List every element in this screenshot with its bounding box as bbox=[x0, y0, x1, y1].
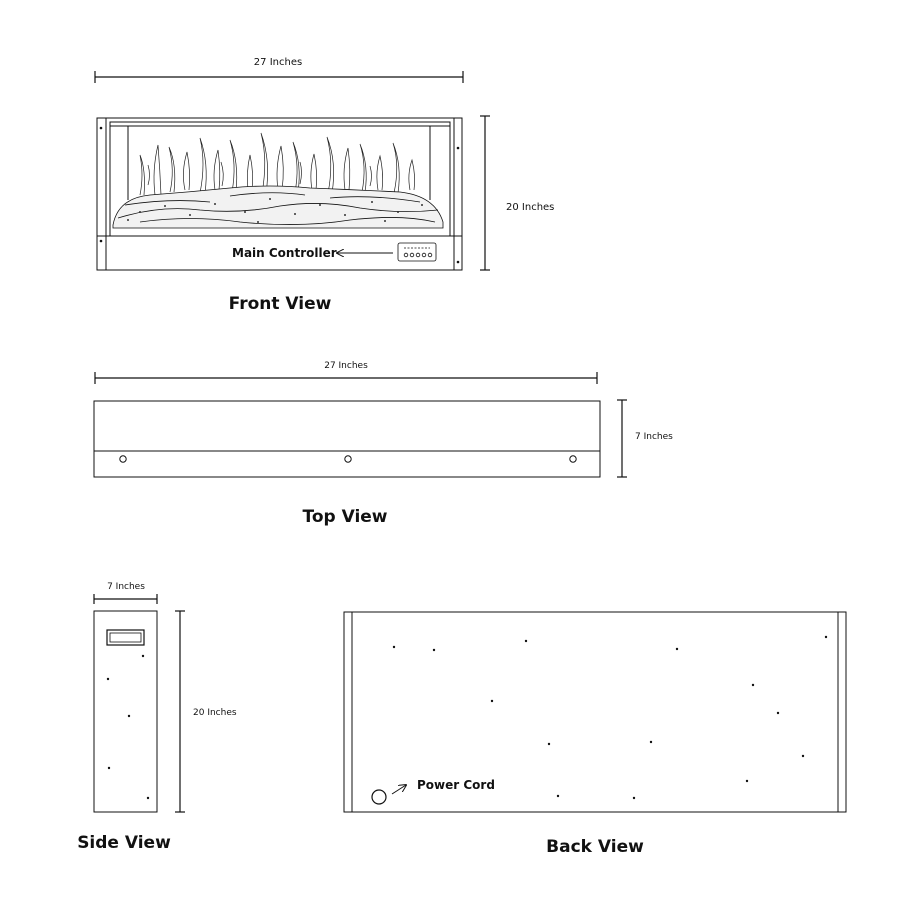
flame-illustration bbox=[139, 132, 416, 196]
fireplace-front-body bbox=[96, 117, 463, 271]
side-height-label: 20 Inches bbox=[193, 708, 237, 718]
power-cord-label: Power Cord bbox=[417, 778, 495, 792]
fireplace-back-body bbox=[343, 611, 847, 813]
top-depth-dimension bbox=[617, 399, 627, 478]
fireplace-top-body bbox=[93, 400, 601, 478]
back-view: Power Cord Back View bbox=[343, 611, 847, 857]
fireplace-side-body bbox=[93, 610, 158, 813]
power-cord-port bbox=[371, 789, 387, 805]
side-screws bbox=[106, 654, 150, 800]
side-depth-label: 7 Inches bbox=[107, 582, 145, 592]
log-bed-illustration bbox=[112, 185, 444, 229]
front-width-dimension bbox=[94, 71, 464, 83]
main-controller-panel bbox=[397, 242, 437, 262]
main-controller-label: Main Controller bbox=[232, 246, 337, 260]
side-depth-dimension bbox=[93, 594, 158, 604]
top-view-title: Top View bbox=[302, 507, 387, 527]
side-view-title: Side View bbox=[77, 833, 171, 853]
back-view-title: Back View bbox=[546, 837, 644, 857]
side-view: 7 Inches 20 Inches Side View bbox=[77, 582, 237, 853]
top-depth-label: 7 Inches bbox=[635, 432, 673, 442]
top-width-label: 27 Inches bbox=[324, 361, 368, 371]
front-height-label: 20 Inches bbox=[506, 202, 554, 213]
front-view: 27 Inches 20 Inches bbox=[94, 57, 554, 314]
front-width-label: 27 Inches bbox=[254, 57, 302, 68]
top-view: 27 Inches 7 Inches Top View bbox=[93, 361, 673, 527]
front-view-title: Front View bbox=[229, 294, 332, 314]
side-height-dimension bbox=[175, 610, 185, 813]
log-bark-texture bbox=[127, 198, 423, 223]
front-height-dimension bbox=[480, 115, 490, 271]
top-width-dimension bbox=[94, 372, 598, 384]
back-screws bbox=[392, 635, 828, 800]
power-cord-arrow bbox=[391, 785, 406, 795]
front-screws bbox=[99, 126, 460, 264]
